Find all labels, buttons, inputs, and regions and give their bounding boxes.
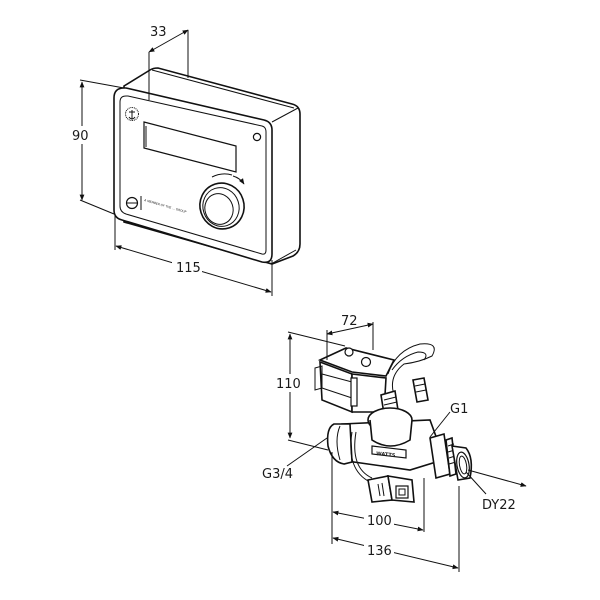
sensor-plug bbox=[367, 475, 415, 503]
callout-dy22: DY22 bbox=[482, 498, 516, 513]
leader-dy22 bbox=[465, 471, 487, 495]
dim-depth-33: 33 bbox=[150, 25, 167, 40]
inlet-nut bbox=[326, 423, 353, 465]
display-window bbox=[143, 121, 237, 173]
leader-g1 bbox=[429, 411, 451, 438]
control-unit-dimensions: 33 90 115 bbox=[70, 25, 273, 296]
dim-width-115: 115 bbox=[176, 261, 201, 276]
brand-mark: WATTS bbox=[376, 451, 396, 459]
dim-height-110: 110 bbox=[276, 377, 301, 392]
dim-actuator-72: 72 bbox=[341, 314, 358, 329]
led-indicator bbox=[252, 132, 262, 142]
valve-assembly: WATTS bbox=[314, 343, 527, 503]
dim-length-100: 100 bbox=[367, 514, 392, 529]
callout-g34: G3/4 bbox=[262, 467, 293, 482]
callout-g1: G1 bbox=[450, 402, 468, 417]
dim-overall-136: 136 bbox=[367, 544, 392, 559]
anchor-logo-icon bbox=[125, 107, 139, 121]
actuator bbox=[314, 347, 396, 414]
dim-height-90: 90 bbox=[72, 129, 89, 144]
control-unit: A MEMBER OF THE ... GROUP bbox=[113, 67, 301, 265]
valve-dimensions: 72 110 100 136 G3/4 G1 DY22 bbox=[262, 314, 516, 572]
flow-direction-arrow bbox=[467, 469, 527, 487]
leader-g34 bbox=[286, 437, 328, 467]
rotary-knob bbox=[199, 173, 245, 230]
